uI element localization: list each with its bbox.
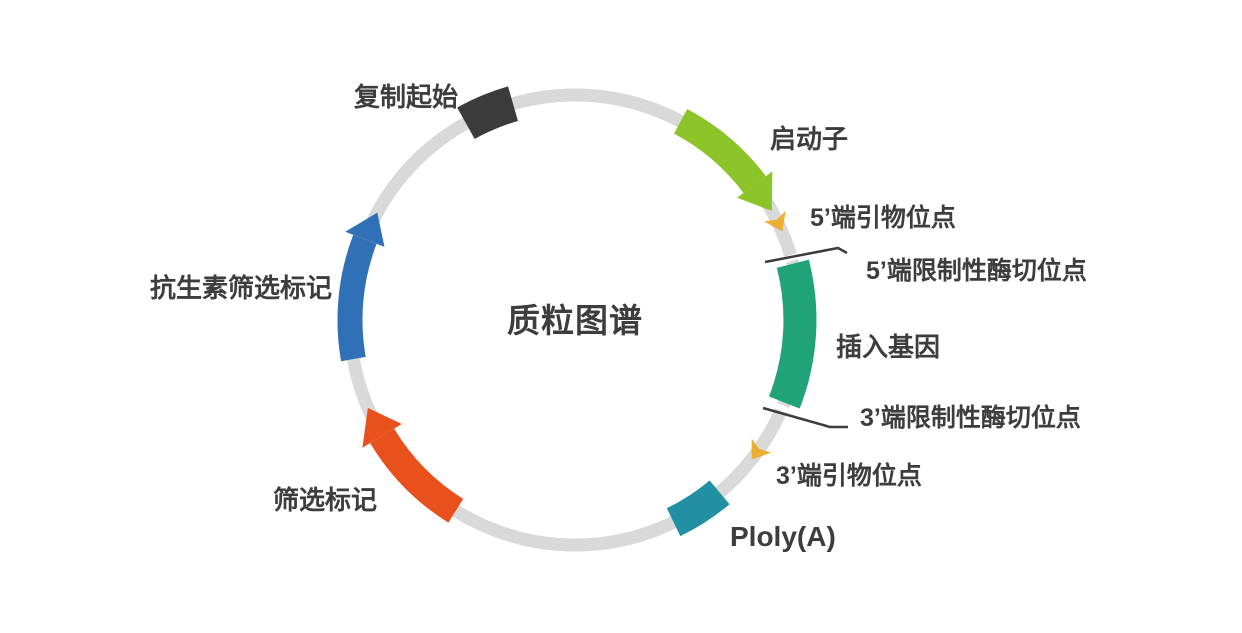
promoter-arrowhead [737, 171, 773, 211]
origin-of-replication-segment [457, 86, 519, 140]
insert-gene-segment [768, 259, 817, 409]
origin-label: 复制起始 [354, 82, 459, 112]
promoter-arrow-body [673, 108, 766, 194]
antibiotic-marker-label: 抗生素筛选标记 [150, 273, 333, 303]
antibiotic-marker-arrow-body [337, 234, 377, 362]
selection-marker-arrow-body [370, 428, 464, 523]
antibiotic-marker-arrowhead [345, 212, 385, 247]
insert-gene-label: 插入基因 [836, 332, 941, 362]
restriction-cut-3-gap [762, 397, 802, 419]
restriction-site-3-label: 3’端限制性酶切位点 [860, 404, 1081, 432]
restriction-site-5-leader-line [764, 246, 848, 264]
selection-marker-label: 筛选标记 [273, 485, 378, 515]
primer-site-3-label: 3’端引物位点 [776, 462, 922, 490]
restriction-site-3-leader-line [762, 406, 848, 429]
selection-marker-arrowhead [362, 407, 402, 448]
primer-site-3-arrow-icon [751, 438, 772, 460]
promoter-label: 启动子 [770, 124, 849, 154]
restriction-site-5-label: 5’端限制性酶切位点 [866, 257, 1087, 285]
primer-site-5-label: 5’端引物位点 [810, 204, 956, 232]
primer-site-5-arrow-icon [764, 210, 786, 232]
polya-label: Ploly(A) [730, 521, 836, 552]
polya-segment [666, 480, 730, 537]
diagram-title: 质粒图谱 [507, 302, 643, 339]
